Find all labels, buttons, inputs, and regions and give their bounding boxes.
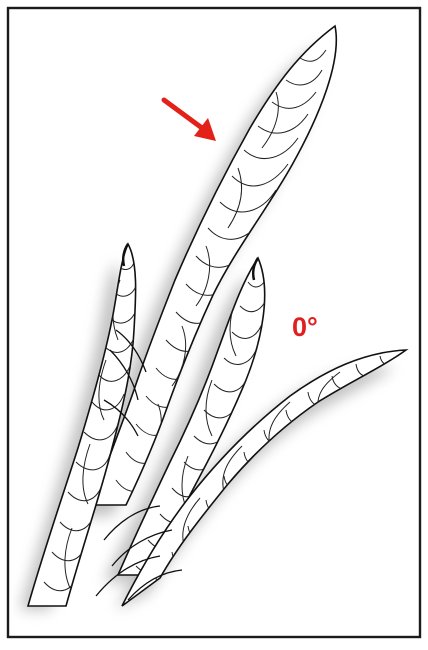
angle-label: 0° [292,314,318,341]
